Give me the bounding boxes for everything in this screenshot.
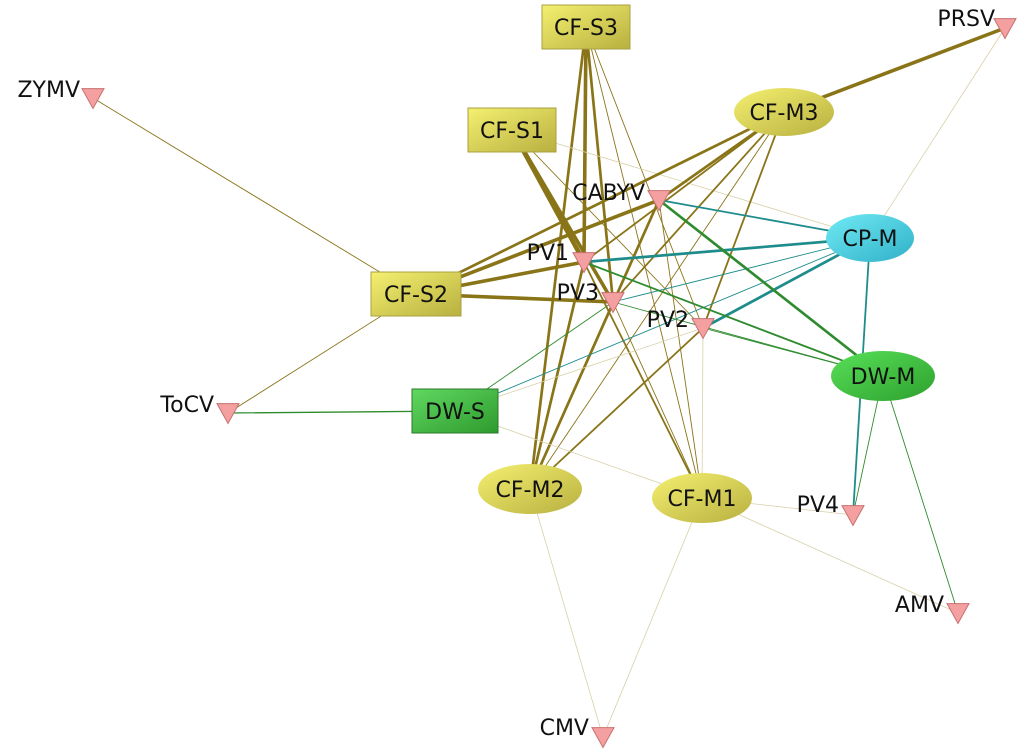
edge-pv2-cfm1: [701, 327, 704, 499]
edge-pv1-cfm2: [528, 260, 586, 491]
edge-dws-cpm: [454, 237, 871, 412]
node-label-cfm3: CF-M3: [750, 101, 819, 126]
node-cfs3: CF-S3: [541, 4, 631, 50]
virus-marker-pv2: [691, 318, 715, 340]
node-cfm2: CF-M2: [478, 464, 582, 514]
edge-cabyv-dwm: [657, 198, 885, 378]
virus-marker-tocv: [216, 403, 240, 425]
node-shape-cpm: [826, 214, 914, 262]
node-cfm1: CF-M1: [652, 473, 752, 523]
edge-cfm2-cmv: [529, 488, 604, 738]
edge-cfm3-pv2: [702, 111, 785, 329]
edge-pv1-cpm: [582, 236, 872, 264]
edge-cfs1-cpm: [511, 129, 871, 239]
node-label-pv4: PV4: [797, 493, 839, 518]
node-label-cfs1: CF-S1: [480, 119, 544, 144]
edge-pv1-dwm: [583, 261, 884, 377]
node-label-dwm: DW-M: [851, 365, 916, 390]
edge-pv3-cfm2: [529, 301, 614, 490]
node-pv2: PV2: [647, 308, 715, 340]
edge-cfm3-pv1: [583, 111, 785, 263]
node-zymv: ZYMV: [17, 78, 105, 110]
node-cfs1: CF-S1: [467, 107, 557, 153]
edge-cfs3-cfm1: [585, 26, 703, 499]
edge-pv1-cfm1: [583, 261, 703, 499]
edge-cfs3-pv1: [582, 25, 588, 264]
virus-marker-cmv: [591, 727, 615, 749]
node-shape-cfs3: [541, 4, 631, 50]
edge-cfs2-zymv: [92, 97, 417, 295]
node-shape-dwm: [831, 351, 935, 401]
node-prsv: PRSV: [937, 7, 1017, 40]
node-label-cpm: CP-M: [842, 227, 897, 252]
node-shape-cfs1: [467, 107, 557, 153]
virus-marker-zymv: [81, 88, 105, 110]
node-label-pv2: PV2: [647, 308, 689, 333]
node-pv4: PV4: [797, 493, 865, 527]
node-cpm: CP-M: [826, 214, 914, 262]
node-label-cfs2: CF-S2: [384, 283, 448, 308]
virus-marker-pv4: [841, 505, 865, 527]
edge-prsv-cpm: [869, 27, 1006, 239]
edge-cfs3-cfm2: [528, 25, 588, 491]
node-label-amv: AMV: [895, 593, 944, 618]
node-label-zymv: ZYMV: [17, 78, 80, 103]
edge-dwm-amv: [882, 375, 959, 614]
edge-cfs3-pv3: [584, 25, 615, 304]
node-label-cfs3: CF-S3: [554, 16, 618, 41]
node-label-tocv: ToCV: [159, 393, 214, 418]
edge-cfm1-cmv: [602, 497, 703, 738]
node-label-pv3: PV3: [557, 281, 599, 306]
node-cmv: CMV: [540, 716, 615, 749]
virus-marker-prsv: [993, 18, 1017, 40]
edge-cfm3-cfm2: [529, 111, 785, 490]
node-label-cmv: CMV: [540, 716, 589, 741]
node-pv1: PV1: [527, 241, 596, 274]
node-pv3: PV3: [557, 281, 625, 314]
edge-cfs2-cfm3: [414, 110, 786, 296]
node-cfs2: CF-S2: [370, 271, 462, 317]
node-dws: DW-S: [411, 388, 499, 434]
node-amv: AMV: [895, 593, 970, 625]
edge-pv3-cfm1: [612, 301, 703, 499]
node-shape-dws: [411, 388, 499, 434]
node-shape-cfm2: [478, 464, 582, 514]
node-cfm3: CF-M3: [734, 88, 834, 136]
node-cabyv: CABYV: [572, 181, 671, 212]
edge-pv2-cfm2: [529, 327, 704, 490]
node-label-cabyv: CABYV: [572, 181, 645, 206]
edge-cfs3-pv2: [585, 26, 704, 329]
node-label-dws: DW-S: [425, 400, 485, 425]
node-label-pv1: PV1: [527, 241, 569, 266]
node-tocv: ToCV: [159, 393, 240, 425]
node-shape-cfs2: [370, 271, 462, 317]
edge-pv3-cpm: [612, 237, 871, 303]
node-shape-cfm1: [652, 473, 752, 523]
node-label-cfm1: CF-M1: [668, 487, 737, 512]
virus-marker-pv3: [601, 292, 625, 314]
virus-marker-pv1: [572, 252, 596, 274]
node-dwm: DW-M: [831, 351, 935, 401]
virus-marker-cabyv: [647, 190, 671, 212]
virus-marker-amv: [946, 603, 970, 625]
edge-cfm1-amv: [701, 497, 959, 614]
node-label-cfm2: CF-M2: [496, 478, 565, 503]
node-shape-cfm3: [734, 88, 834, 136]
node-label-prsv: PRSV: [937, 7, 995, 32]
edge-cfs1-pv3: [510, 128, 615, 304]
